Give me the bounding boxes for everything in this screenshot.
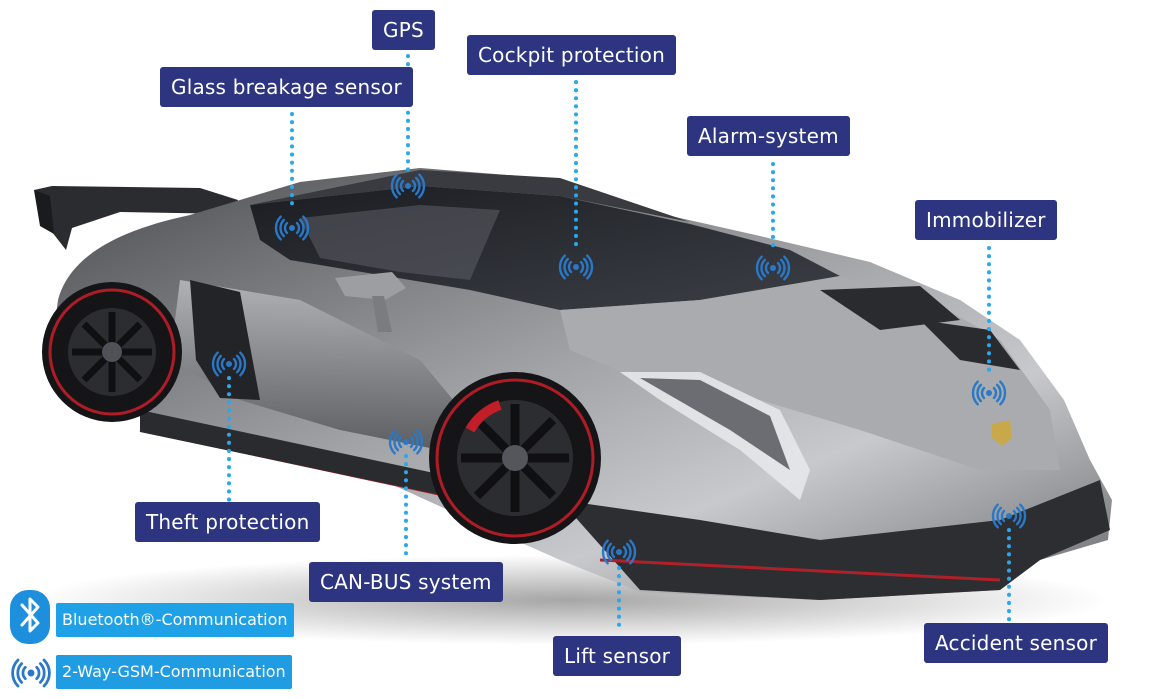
legend-gsm: 2-Way-GSM-Communication: [56, 655, 292, 689]
signal-icon: [991, 503, 1027, 529]
signal-icon: [11, 658, 51, 688]
signal-icon: [211, 351, 247, 377]
label-gps: GPS: [372, 10, 435, 50]
signal-icon: [11, 658, 51, 688]
signal-icon: [390, 173, 426, 199]
bluetooth-icon: [10, 590, 50, 644]
signal-icon: [388, 429, 424, 455]
label-lift-sensor: Lift sensor: [553, 636, 682, 676]
connector-lines: [227, 54, 1011, 634]
label-can-bus-system: CAN-BUS system: [309, 562, 503, 602]
signal-icon: [601, 539, 637, 565]
label-theft-protection: Theft protection: [135, 502, 321, 542]
signal-icon: [274, 215, 310, 241]
label-immobilizer: Immobilizer: [915, 200, 1057, 240]
label-accident-sensor: Accident sensor: [924, 623, 1109, 663]
legend-bluetooth: Bluetooth®-Communication: [56, 603, 294, 637]
signal-icon: [971, 380, 1007, 406]
label-cockpit-protection: Cockpit protection: [467, 35, 676, 75]
label-glass-breakage-sensor: Glass breakage sensor: [160, 67, 413, 107]
label-alarm-system: Alarm-system: [687, 116, 850, 156]
signal-icon: [755, 255, 791, 281]
signal-icon: [558, 254, 594, 280]
